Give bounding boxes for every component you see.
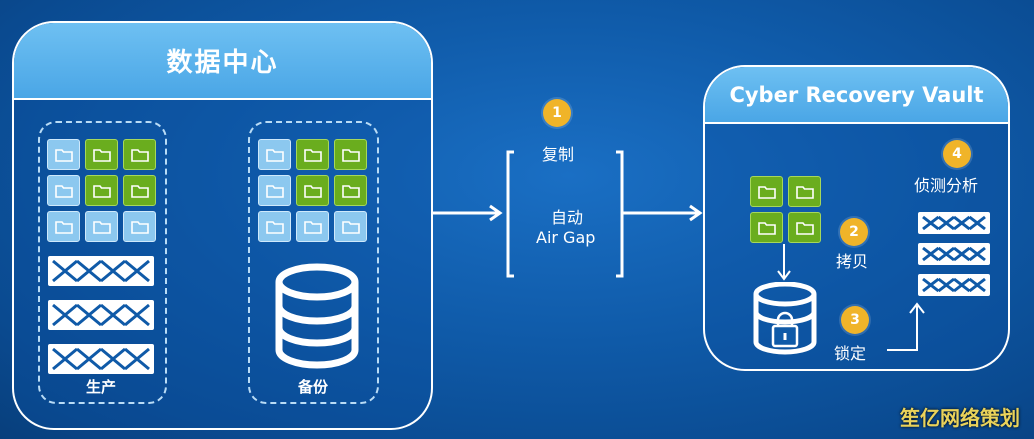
analysis-arrow-icon: [887, 302, 925, 351]
server-rack-icon: [918, 243, 990, 265]
vault-header: Cyber Recovery Vault: [705, 67, 1008, 124]
folder-icon: [123, 139, 156, 170]
production-label: 生产: [86, 378, 117, 396]
step-3-badge: 3: [841, 306, 869, 334]
step-4-badge: 4: [943, 140, 971, 168]
folder-icon: [334, 175, 367, 206]
folder-icon: [258, 175, 291, 206]
step-1-badge: 1: [543, 99, 571, 127]
server-rack-icon: [918, 212, 990, 234]
folder-icon: [334, 211, 367, 242]
folder-icon: [750, 212, 783, 243]
folder-icon: [258, 211, 291, 242]
backup-group: [248, 121, 379, 404]
folder-icon: [334, 139, 367, 170]
folder-icon: [123, 211, 156, 242]
folder-icon: [296, 139, 329, 170]
folder-icon: [47, 175, 80, 206]
folder-icon: [85, 211, 118, 242]
folder-icon: [788, 176, 821, 207]
database-icon: [275, 263, 359, 369]
watermark-text: 笙亿网络策划: [900, 406, 1020, 430]
server-rack-icon: [48, 300, 154, 330]
down-arrow-icon: [777, 244, 791, 281]
server-rack-icon: [918, 274, 990, 296]
folder-icon: [47, 139, 80, 170]
airgap-line1: 自动: [551, 208, 584, 227]
folder-icon: [750, 176, 783, 207]
folder-icon: [296, 175, 329, 206]
folder-icon: [258, 139, 291, 170]
folder-icon: [788, 212, 821, 243]
datacenter-title: 数据中心: [166, 48, 279, 78]
step-3-label: 锁定: [834, 344, 867, 363]
step-4-label: 侦测分析: [914, 176, 979, 195]
step-2-label: 拷贝: [836, 252, 869, 271]
step-1-label: 复制: [542, 145, 575, 164]
step-2-badge: 2: [840, 218, 868, 246]
server-rack-icon: [48, 256, 154, 286]
folder-icon: [47, 211, 80, 242]
locked-database-icon: [753, 282, 817, 355]
lock-icon: [771, 311, 799, 348]
folder-icon: [85, 139, 118, 170]
folder-icon: [296, 211, 329, 242]
backup-label: 备份: [298, 378, 329, 396]
server-rack-icon: [48, 344, 154, 374]
folder-icon: [85, 175, 118, 206]
folder-icon: [123, 175, 156, 206]
airgap-line2: Air Gap: [536, 228, 596, 247]
datacenter-header: 数据中心: [14, 23, 431, 100]
production-group: [38, 121, 167, 404]
connector-arrows: [433, 150, 703, 278]
vault-title: Cyber Recovery Vault: [729, 82, 984, 107]
